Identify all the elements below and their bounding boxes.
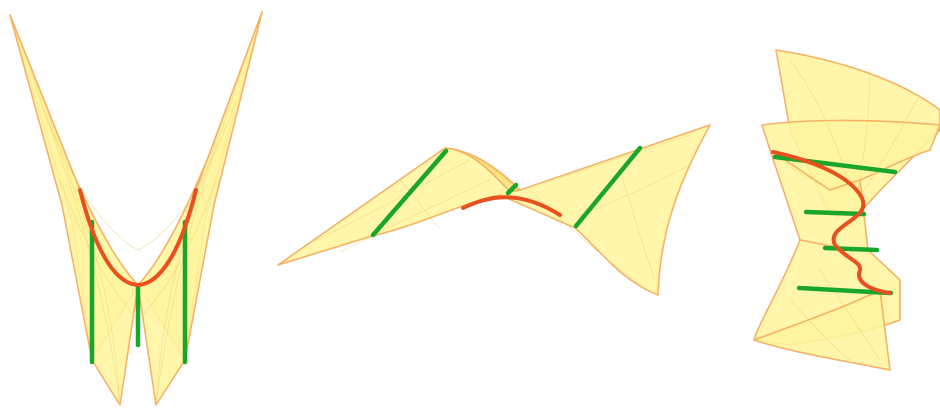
saddle-ruling-left	[370, 148, 449, 238]
saddle-grid-line	[399, 179, 441, 229]
helicoid-ruling-3	[822, 245, 880, 253]
helicoid-lower-front	[753, 289, 891, 371]
helicoid-grid-line	[789, 299, 851, 361]
helicoid-grid	[789, 59, 921, 361]
v-grid-line	[155, 69, 243, 406]
saddle-grid-line	[559, 134, 691, 179]
v-parabola-curve	[78, 188, 198, 287]
helicoid-ruling-2	[803, 209, 867, 217]
helicoid-grid-line	[857, 69, 871, 191]
saddle-surface-fold	[444, 147, 521, 193]
saddle-grid-line	[619, 169, 656, 281]
saddle-grid-line	[339, 179, 491, 253]
saddle-arc-curve	[461, 195, 562, 217]
helicoid-upper-front	[761, 119, 940, 191]
saddle-surface	[277, 124, 711, 296]
saddle-surface-sheet	[277, 124, 711, 296]
saddle-grid-line	[579, 164, 691, 216]
helicoid-ruling-4	[796, 285, 894, 296]
v-grid-line	[39, 99, 237, 251]
helicoid-surface	[753, 49, 940, 371]
saddle-grid-line	[529, 189, 641, 286]
v-surface-grid	[29, 69, 243, 406]
v-surface-right-sheet	[137, 11, 263, 406]
helicoid-grid-line	[859, 94, 921, 196]
saddle-ruling-right	[573, 145, 643, 229]
helicoid-helix-curve	[771, 150, 892, 295]
helicoid-grid-line	[819, 269, 881, 361]
parabolic-v-surface	[9, 11, 263, 406]
saddle-ruling-center	[505, 182, 519, 196]
v-surface-left-sheet	[9, 14, 139, 406]
helicoid-grid-line	[789, 59, 851, 191]
